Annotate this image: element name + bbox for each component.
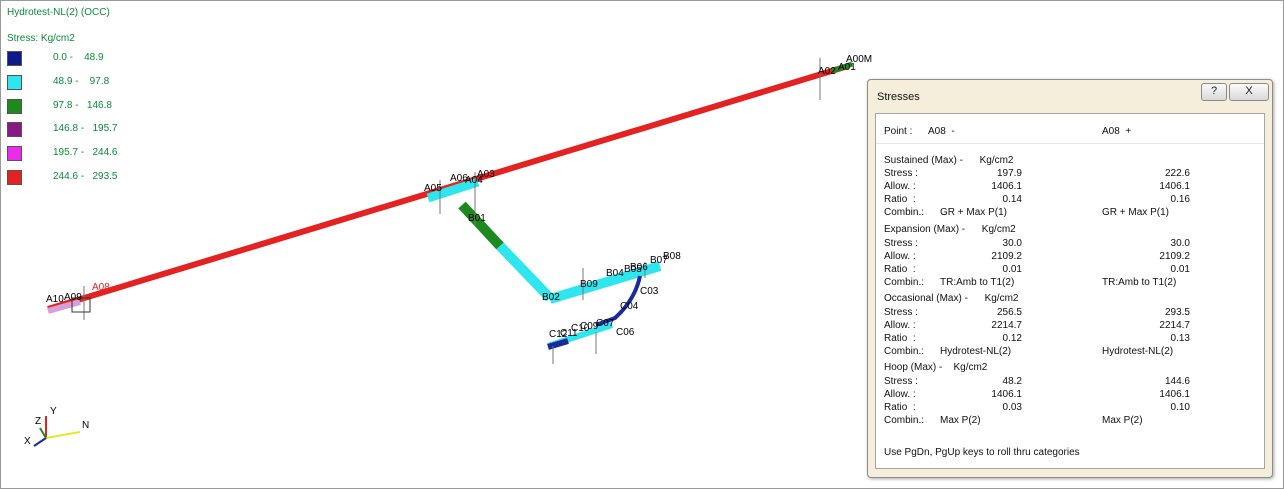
node-label[interactable]: A03: [477, 169, 495, 180]
legend-range: 97.8 - 146.8: [53, 100, 112, 111]
node-label[interactable]: B01: [468, 213, 486, 224]
pipe-segment-b-run[interactable]: [548, 261, 662, 304]
node-label[interactable]: B05: [624, 264, 642, 275]
divider: [876, 143, 1264, 144]
stress-report: Point : A08 - A08 + Sustained (Max) - Kg…: [875, 113, 1265, 469]
node-label[interactable]: B09: [580, 279, 598, 290]
pipe-segment-junction[interactable]: [426, 177, 480, 203]
section-header: Expansion (Max) - Kg/cm2: [884, 224, 1016, 235]
legend-swatch: [7, 170, 22, 185]
node-label[interactable]: A04: [465, 175, 483, 186]
node-label[interactable]: A06: [450, 173, 468, 184]
section-header: Occasional (Max) - Kg/cm2: [884, 293, 1019, 304]
point-right: A08 +: [1102, 126, 1132, 137]
legend-item: 0.0 - 48.9: [7, 51, 127, 67]
node-label[interactable]: C07: [596, 318, 615, 329]
node-label-selected[interactable]: A08: [92, 282, 110, 293]
node-label[interactable]: C03: [640, 286, 659, 297]
report-row: Combin.:TR:Amb to T1(2)TR:Amb to T1(2): [884, 277, 1177, 288]
pipe-segment-c-end[interactable]: [547, 338, 569, 350]
node-label[interactable]: A00M: [846, 54, 872, 65]
stress-units-label: Stress: Kg/cm2: [7, 33, 75, 44]
legend-swatch: [7, 122, 22, 137]
axis-label-n: N: [82, 420, 89, 431]
axis-triad: Y Z X N: [24, 406, 89, 447]
point-label: Point :: [884, 126, 913, 137]
report-row: Combin.:Hydrotest-NL(2)Hydrotest-NL(2): [884, 346, 1174, 357]
legend-item: 97.8 - 146.8: [7, 99, 127, 115]
legend-swatch: [7, 146, 22, 161]
support-markers: [83, 58, 821, 364]
legend-range: 146.8 - 195.7: [53, 123, 118, 134]
legend-range: 195.7 - 244.6: [53, 147, 118, 158]
legend-item: 195.7 - 244.6: [7, 146, 127, 162]
node-label[interactable]: C11: [560, 328, 578, 339]
report-row: Combin.:Max P(2)Max P(2): [884, 415, 1143, 426]
node-label[interactable]: C10: [571, 323, 590, 334]
node-label[interactable]: C06: [616, 327, 635, 338]
axis-label-x: X: [24, 436, 31, 447]
axis-label-y: Y: [50, 406, 57, 417]
axis-label-z: Z: [35, 416, 41, 427]
selected-node-box[interactable]: [71, 297, 91, 313]
node-label[interactable]: A01: [838, 62, 856, 73]
legend-swatch: [7, 99, 22, 114]
pipe-segment-branch-cyan[interactable]: [496, 242, 554, 302]
pipe-segment-left-end[interactable]: [47, 299, 81, 314]
report-row: Combin.:GR + Max P(1)GR + Max P(1): [884, 207, 1169, 218]
node-label[interactable]: A09: [64, 292, 82, 303]
legend-swatch: [7, 75, 22, 90]
node-label[interactable]: B08: [663, 251, 681, 262]
node-label[interactable]: B07: [650, 255, 668, 266]
node-label[interactable]: C12: [549, 329, 568, 340]
pipe-segment-right-end[interactable]: [831, 61, 853, 74]
node-label[interactable]: B02: [542, 292, 560, 303]
legend-range: 0.0 - 48.9: [53, 52, 104, 63]
legend-range: 48.9 - 97.8: [53, 76, 110, 87]
node-label[interactable]: C09: [580, 321, 599, 332]
point-left: A08 -: [928, 126, 955, 137]
section-header: Hoop (Max) - Kg/cm2: [884, 362, 988, 373]
node-label[interactable]: A02: [818, 66, 836, 77]
stresses-dialog[interactable]: Stresses ? X Point : A08 - A08 + Sustain…: [867, 79, 1273, 478]
node-label[interactable]: A05: [424, 183, 442, 194]
legend-item: 48.9 - 97.8: [7, 75, 127, 91]
legend-item: 146.8 - 195.7: [7, 122, 127, 138]
legend-swatch: [7, 51, 22, 66]
legend-item: 244.6 - 293.5: [7, 170, 127, 186]
pipe-segment-c-loop[interactable]: [595, 275, 642, 327]
section-header: Sustained (Max) - Kg/cm2: [884, 155, 1014, 166]
help-button[interactable]: ?: [1201, 83, 1227, 101]
dialog-title: Stresses: [877, 91, 920, 103]
footer-hint: Use PgDn, PgUp keys to roll thru categor…: [884, 447, 1080, 458]
pipe-segment-branch-green[interactable]: [458, 201, 504, 250]
node-label[interactable]: A10: [46, 294, 64, 305]
node-label[interactable]: B04: [606, 268, 624, 279]
legend-range: 244.6 - 293.5: [53, 171, 118, 182]
load-case-title: Hydrotest-NL(2) (OCC): [7, 7, 110, 18]
close-button[interactable]: X: [1229, 83, 1269, 101]
node-label[interactable]: B06: [630, 262, 648, 273]
node-label[interactable]: C04: [620, 301, 639, 312]
